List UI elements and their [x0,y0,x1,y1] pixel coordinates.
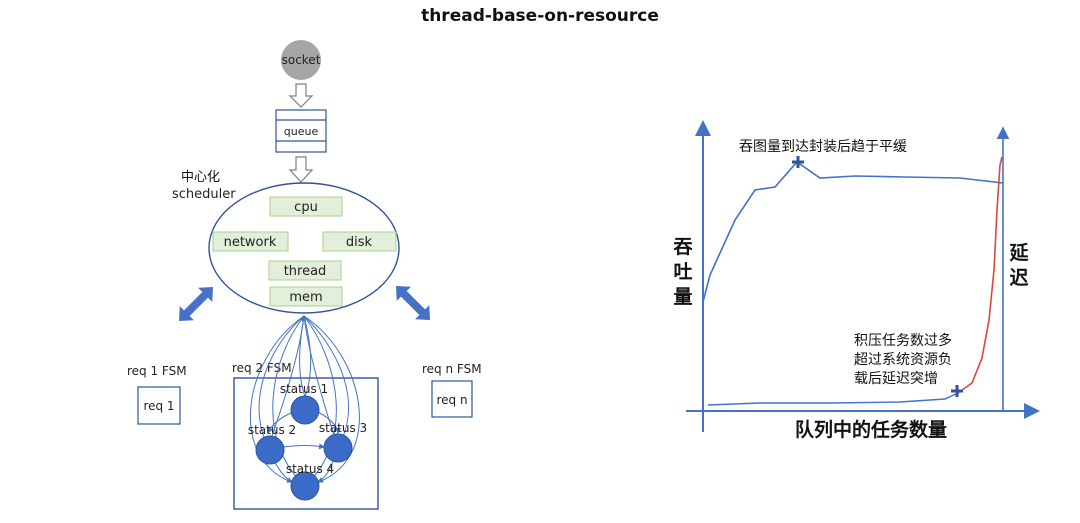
y-right-label-1: 延 [1008,242,1029,264]
state-node-1: status 1 [280,382,328,425]
svg-text:status 4: status 4 [286,462,334,476]
socket-label: socket [282,53,321,67]
throughput-latency-graph: 吞 吐 量 延 迟 队列中的任务数量 吞图量到达封装后趋于平缓 积压任务数过多 … [673,120,1040,441]
y-left-label-3: 量 [673,286,692,308]
y-left-label-1: 吞 [673,236,692,258]
scheduler-label-cn: 中心化 [181,170,220,185]
svg-text:thread: thread [284,264,327,279]
svg-text:mem: mem [289,290,322,305]
socket-node: socket [281,40,321,80]
socket-to-queue-arrow [288,83,314,108]
state-transitions [267,411,341,483]
resource-thread: thread [268,260,342,281]
left-double-arrow [179,287,213,321]
peak-marker [792,156,804,168]
reqn-box: req n [431,380,473,418]
svg-text:disk: disk [346,235,373,250]
x-axis-label: 队列中的任务数量 [795,418,947,441]
annotation-surge-line-1: 积压任务数过多 [854,332,952,349]
page-title: thread-base-on-resource [421,6,659,26]
y-left-label-2: 吐 [673,261,692,283]
req2-box [233,377,379,510]
svg-text:status 2: status 2 [248,423,296,437]
req1-fsm-title: req 1 FSM [127,364,187,378]
right-double-arrow [396,286,430,320]
queue-box: queue [275,109,327,153]
req1-box: req 1 [137,386,181,425]
svg-text:network: network [224,235,277,250]
surge-marker [951,385,963,397]
queue-to-scheduler-arrow [288,156,314,183]
svg-text:req 1: req 1 [143,399,174,413]
resource-network: network [212,231,289,252]
svg-text:status 3: status 3 [319,421,367,435]
latency-flat-curve [707,392,959,406]
resource-mem: mem [269,286,343,307]
state-to-scheduler-links [249,315,360,487]
svg-text:status 1: status 1 [280,382,328,396]
resource-disk: disk [322,231,397,252]
throughput-curve [702,160,1004,303]
state-node-4: status 4 [286,462,334,501]
annotation-surge-line-3: 载后延迟突增 [854,371,938,387]
annotation-surge-line-2: 超过系统资源负 [854,352,952,368]
reqn-fsm-title: req n FSM [422,362,482,376]
state-node-3: status 3 [319,421,367,463]
scheduler-ellipse [208,182,400,314]
latency-surge-curve [957,156,1003,394]
svg-text:cpu: cpu [294,200,318,215]
queue-label: queue [284,125,319,138]
svg-text:req n: req n [436,393,467,407]
y-right-label-2: 迟 [1009,267,1028,289]
resource-cpu: cpu [269,196,343,217]
scheduler-label-en: scheduler [172,187,236,202]
annotation-plateau: 吞图量到达封装后趋于平缓 [739,139,907,155]
state-node-2: status 2 [248,423,296,465]
scheduler-diagram: socket queue 中心化 scheduler cpu network [127,40,482,510]
